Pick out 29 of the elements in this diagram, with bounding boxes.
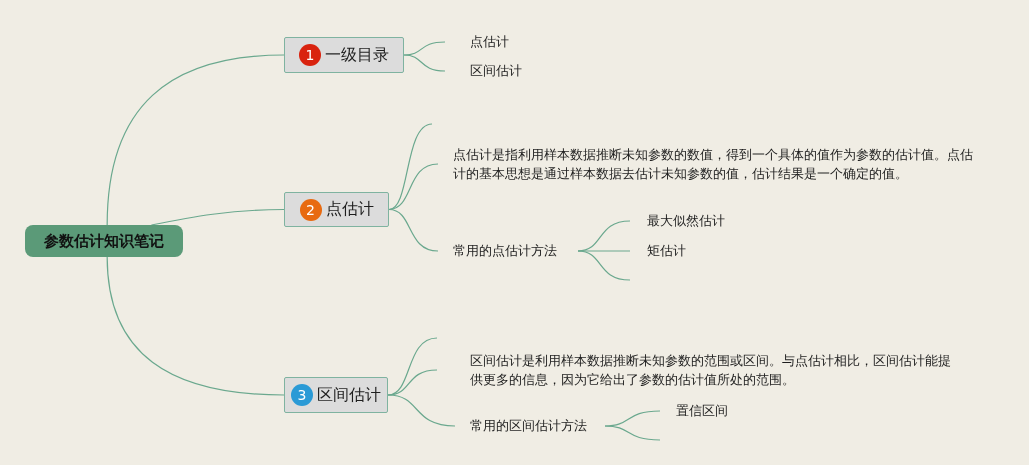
topic-label: 区间估计 bbox=[317, 384, 381, 406]
branch-label: 点估计 bbox=[445, 33, 525, 51]
branch-label: 置信区间 bbox=[660, 402, 750, 420]
note-text: 区间估计是利用样本数据推断未知参数的范围或区间。与点估计相比，区间估计能提供更多的信息，因为它给出了参数的估计值所处的范围。 bbox=[437, 351, 962, 389]
number-badge: 2 bbox=[299, 198, 322, 221]
topic-label: 点估计 bbox=[325, 199, 374, 220]
branch-label: 区间估计 bbox=[445, 62, 540, 80]
number-badge: 3 bbox=[291, 384, 313, 406]
topic-box bbox=[284, 377, 388, 413]
branch-line bbox=[106, 256, 285, 396]
number-badge: 1 bbox=[299, 44, 321, 66]
topic-box bbox=[284, 192, 389, 227]
branch-line bbox=[388, 123, 433, 211]
branch-label: 常用的点估计方法 bbox=[438, 242, 578, 260]
branch-line bbox=[604, 425, 661, 441]
branch-label: 最大似然估计 bbox=[630, 212, 740, 230]
note-text: 点估计是指利用样本数据推断未知参数的数值，得到一个具体的值作为参数的估计值。点估计的基本思想是通过样本数据去估计未知参数的值，估计结果是一个确定的值。 bbox=[438, 145, 976, 183]
branch-line bbox=[403, 41, 446, 56]
branch-line bbox=[388, 208, 439, 252]
branch-line bbox=[150, 208, 285, 226]
topic-box bbox=[284, 37, 404, 73]
branch-line bbox=[577, 250, 631, 281]
root-box: 参数估计知识笔记 bbox=[25, 225, 183, 257]
topic-label: 一级目录 bbox=[325, 44, 389, 66]
branch-line bbox=[106, 54, 285, 226]
branch-line bbox=[403, 54, 446, 72]
branch-line bbox=[387, 394, 456, 427]
branch-label: 矩估计 bbox=[630, 242, 710, 260]
branch-label: 常用的区间估计方法 bbox=[455, 417, 605, 435]
